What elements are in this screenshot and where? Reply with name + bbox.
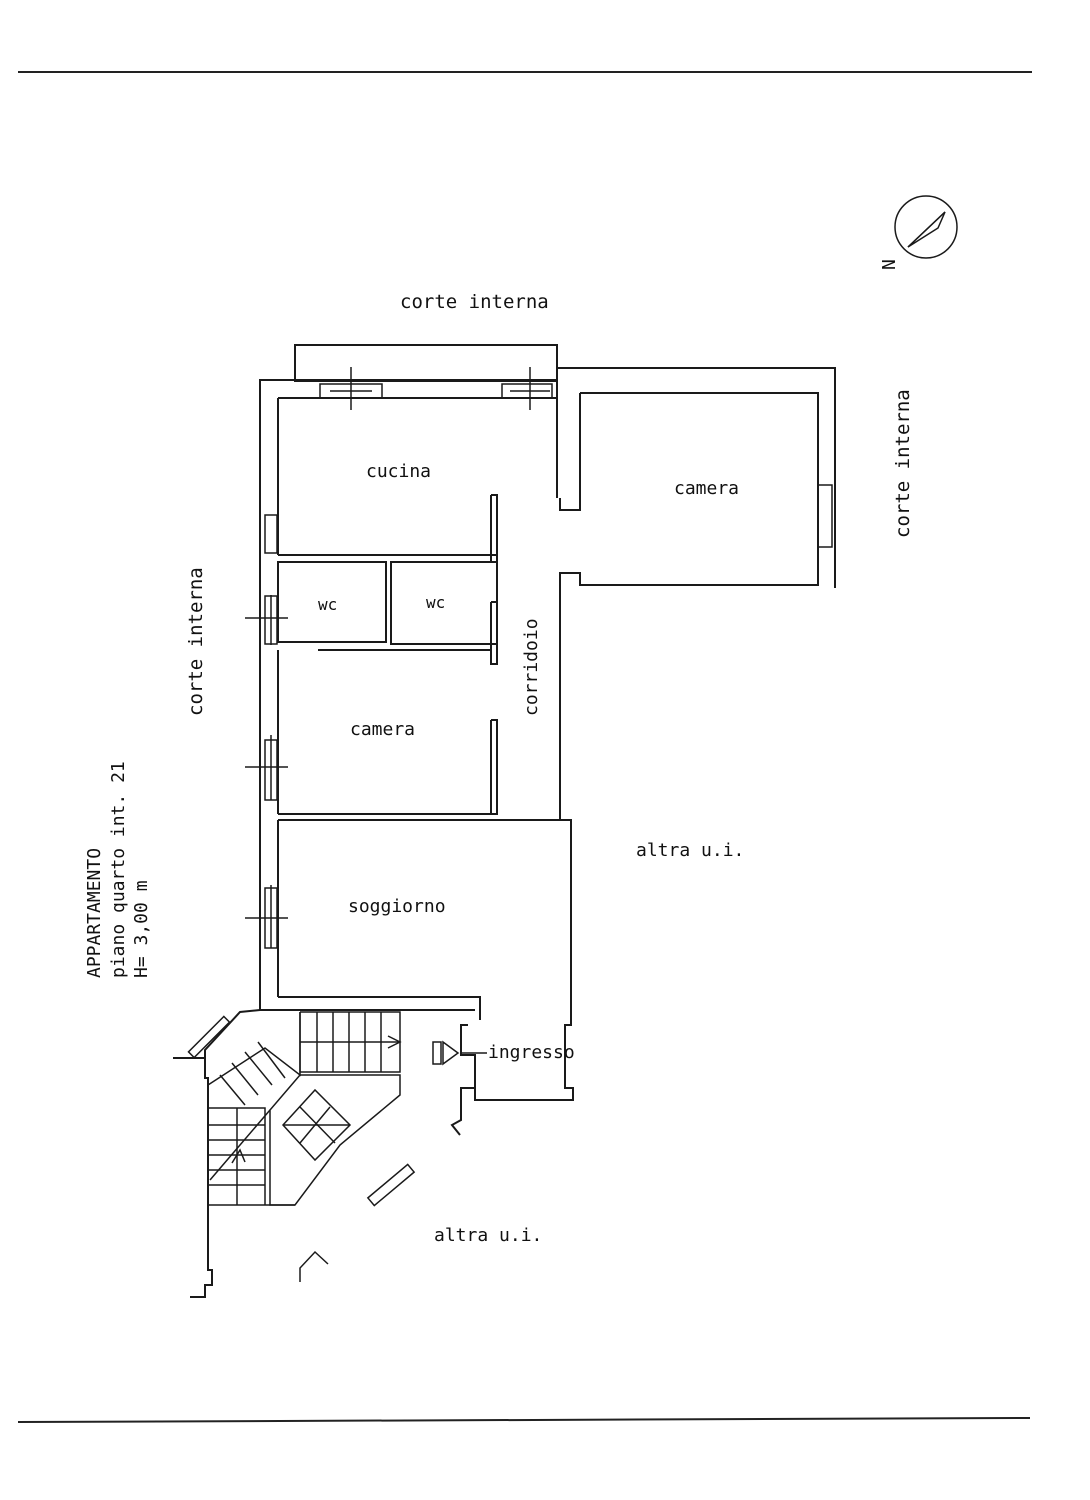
- legend-line-3: H= 3,00 m: [131, 880, 152, 978]
- ingresso-arrow-icon: [432, 1040, 487, 1066]
- windows-left: [245, 514, 288, 949]
- window-right: [817, 484, 833, 548]
- label-soggiorno: soggiorno: [348, 896, 446, 917]
- label-altra-ui-bottom: altra u.i.: [434, 1225, 542, 1246]
- label-cucina: cucina: [366, 461, 431, 482]
- legend-line-1: APPARTAMENTO: [84, 848, 105, 978]
- label-corridoio: corridoio: [521, 618, 542, 716]
- balcony: [294, 344, 558, 382]
- outer-walls: [259, 367, 836, 1136]
- bottom-rule: [17, 1417, 1031, 1423]
- windows-top: [319, 367, 553, 410]
- legend-line-2: piano quarto int. 21: [108, 761, 129, 978]
- legend: APPARTAMENTO piano quarto int. 21 H= 3,0…: [84, 761, 152, 978]
- label-corte-interna-top: corte interna: [400, 291, 549, 313]
- label-altra-ui-right: altra u.i.: [636, 840, 744, 861]
- label-corte-interna-right: corte interna: [892, 389, 914, 538]
- label-corte-interna-left: corte interna: [185, 567, 207, 716]
- north-arrow-icon: [894, 195, 958, 259]
- label-camera-mid: camera: [350, 719, 415, 740]
- staircase: [173, 1009, 416, 1298]
- label-wc-1: wc: [318, 595, 337, 614]
- label-camera-top: camera: [674, 478, 739, 499]
- north-label: N: [879, 259, 900, 270]
- label-ingresso: ingresso: [488, 1042, 575, 1063]
- label-wc-2: wc: [426, 593, 445, 612]
